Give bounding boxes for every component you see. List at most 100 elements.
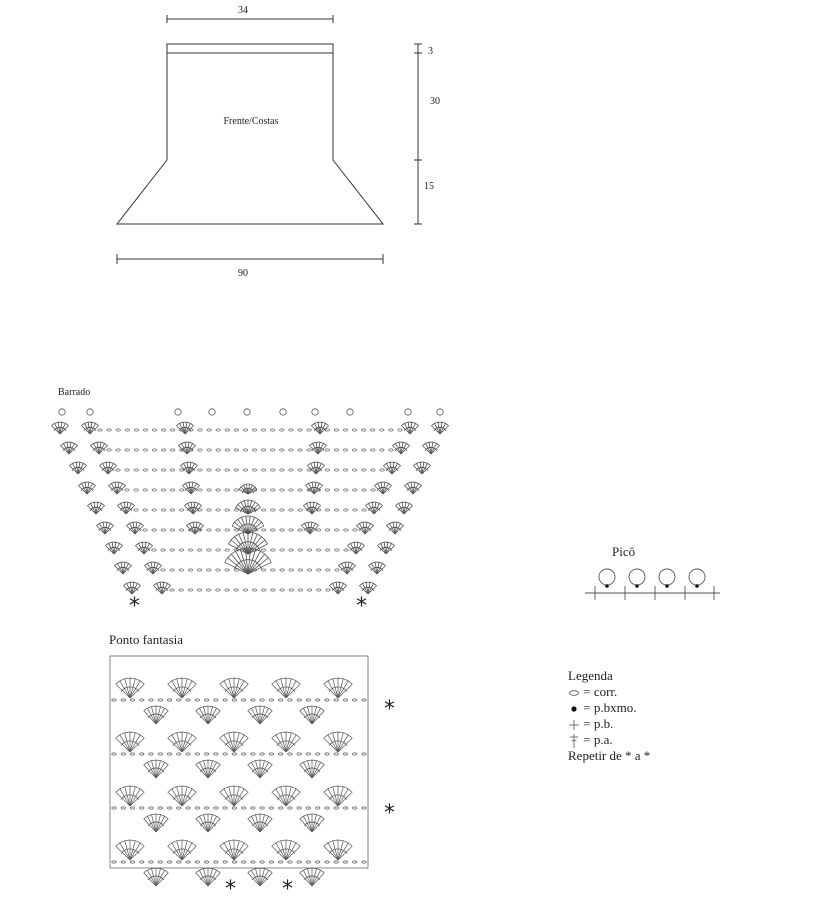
stitch-fan	[219, 731, 249, 753]
stitch-fan	[108, 481, 126, 495]
chain-stitches	[160, 568, 340, 572]
stitch-fan	[195, 705, 221, 725]
stitch-fan	[365, 501, 383, 515]
stitch-fan	[395, 501, 413, 515]
stitch-fan	[117, 501, 135, 515]
stitch-fan	[228, 531, 268, 555]
tall-cross-icon	[570, 734, 578, 749]
stitch-fan	[153, 581, 171, 595]
pico-loop	[598, 568, 616, 586]
stitch-fan	[224, 547, 272, 575]
front-back-label: Frente/Costas	[224, 116, 279, 127]
pf-repeat-marker-right-bottom: *	[384, 801, 395, 826]
legend-item-slip: = p.bxmo.	[568, 700, 636, 716]
stitch-fan	[81, 421, 99, 435]
chain-stitches	[133, 508, 367, 512]
stitch-fan	[96, 521, 114, 535]
stitch-fan	[401, 421, 419, 435]
garment-schematic: 34 Frente/Costas 3 30 15 90	[115, 5, 440, 279]
chain-stitches	[151, 548, 349, 552]
chain-stitches	[169, 588, 331, 592]
legend-label-slip: = p.bxmo.	[583, 700, 637, 715]
stitch-fan	[195, 867, 221, 887]
height-dimension	[414, 43, 422, 225]
ponto-fantasia-title: Ponto fantasia	[109, 632, 184, 647]
stitch-fan	[115, 839, 145, 861]
stitch-fan	[178, 441, 196, 455]
stitch-fan	[184, 501, 202, 515]
stitch-fan	[195, 813, 221, 833]
stitch-fan	[392, 441, 410, 455]
picot-loop	[58, 408, 66, 416]
stitch-fan	[303, 501, 321, 515]
stitch-fan	[115, 731, 145, 753]
stitch-fan	[383, 461, 401, 475]
stitch-fan	[143, 867, 169, 887]
picot-loop	[86, 408, 94, 416]
stitch-fan	[271, 785, 301, 807]
stitch-fan	[323, 785, 353, 807]
stitch-fan	[356, 521, 374, 535]
barrado-repeat-marker-right: *	[356, 594, 367, 619]
stitch-fan	[176, 421, 194, 435]
flare-height-label: 15	[424, 181, 434, 192]
legend-item-chain: = corr.	[568, 684, 617, 700]
chain-oval-icon	[569, 690, 579, 696]
picot-loop	[436, 408, 444, 416]
picot-loop	[243, 408, 251, 416]
picot-loop	[174, 408, 182, 416]
stitch-fan	[115, 677, 145, 699]
picot-loop	[208, 408, 216, 416]
legend-note: Repetir de * a *	[568, 748, 651, 763]
stitch-fan	[309, 441, 327, 455]
bottom-width-dimension	[116, 254, 384, 264]
top-width-label: 34	[238, 5, 248, 16]
stitch-fan	[374, 481, 392, 495]
stitch-fan	[186, 521, 204, 535]
stitch-fan	[413, 461, 431, 475]
stitch-fan	[51, 421, 69, 435]
band-height-label: 3	[428, 46, 433, 57]
stitch-fan	[219, 839, 249, 861]
pico-loop	[658, 568, 676, 586]
stitch-fan	[143, 705, 169, 725]
stitch-fan	[247, 813, 273, 833]
top-width-dimension	[166, 15, 334, 23]
stitch-fan	[329, 581, 347, 595]
legend-label-chain: = corr.	[583, 684, 618, 699]
legend-label-double: = p.a.	[583, 732, 613, 747]
chain-stitches	[111, 752, 367, 756]
stitch-fan	[338, 561, 356, 575]
stitch-fan	[69, 461, 87, 475]
stitch-fan	[307, 461, 325, 475]
stitch-fan	[180, 461, 198, 475]
stitch-fan	[115, 785, 145, 807]
chain-stitches	[142, 528, 358, 532]
stitch-fan	[167, 731, 197, 753]
stitch-fan	[323, 839, 353, 861]
stitch-fan	[99, 461, 117, 475]
cross-icon	[569, 720, 579, 731]
stitch-fan	[299, 759, 325, 779]
stitch-fan	[299, 705, 325, 725]
ponto-fantasia-chart	[109, 655, 369, 887]
pico-dot	[635, 584, 639, 588]
stitch-fan	[247, 867, 273, 887]
stitch-fan	[347, 541, 365, 555]
stitch-fan	[60, 441, 78, 455]
pf-border	[109, 655, 369, 869]
stitch-fan	[167, 677, 197, 699]
chain-stitches	[111, 860, 367, 864]
legend-label-single: = p.b.	[583, 716, 614, 731]
stitch-fan	[144, 561, 162, 575]
stitch-fan	[167, 839, 197, 861]
stitch-fan	[377, 541, 395, 555]
pf-repeat-marker-right-top: *	[384, 697, 395, 722]
picot-loop	[346, 408, 354, 416]
stitch-fan	[143, 813, 169, 833]
stitch-fan	[305, 481, 323, 495]
chain-stitches	[111, 698, 367, 702]
legend-item-single: = p.b.	[568, 716, 613, 732]
stitch-fan	[359, 581, 377, 595]
stitch-fan	[323, 731, 353, 753]
